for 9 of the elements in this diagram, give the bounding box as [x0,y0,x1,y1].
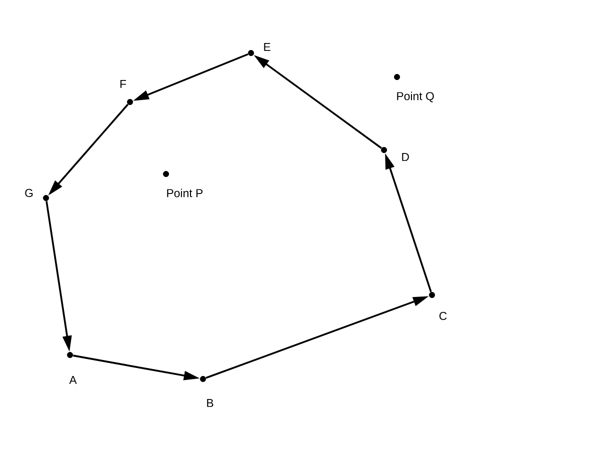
point-label: Point Q [397,92,434,102]
point-label: D [402,153,409,161]
point-label: B [207,399,214,407]
point-label: F [120,80,126,88]
point-label: Point P [167,188,203,198]
point-label: A [69,376,77,384]
point-label: E [264,43,270,51]
point-label: C [439,312,447,320]
point-label: G [25,188,33,198]
